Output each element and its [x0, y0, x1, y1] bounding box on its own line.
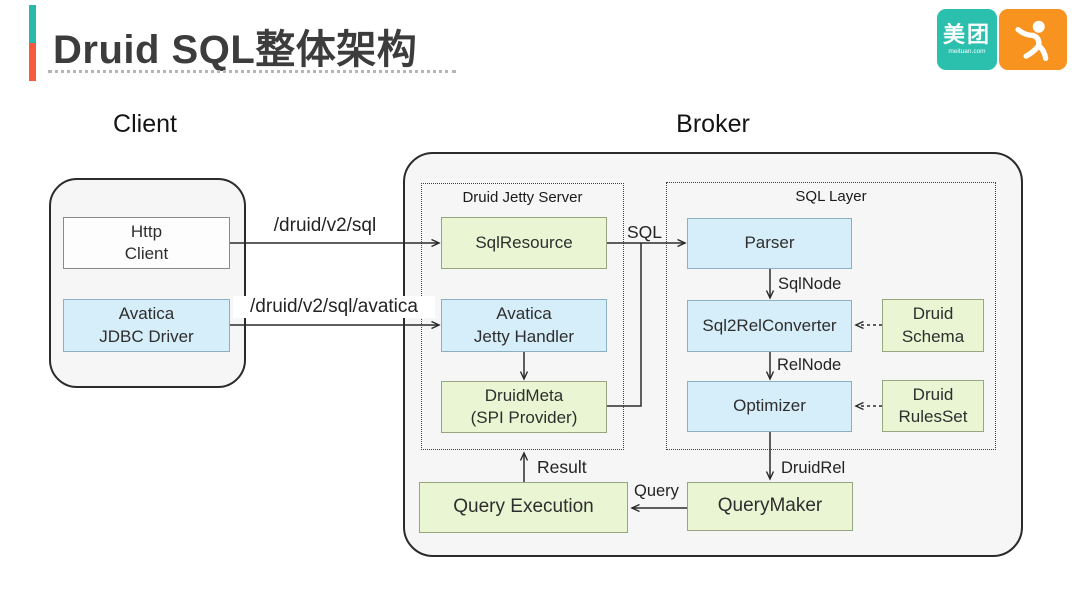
edge-label-sql: SQL [627, 222, 663, 242]
meituan-domain-label: meituan.com [948, 47, 986, 55]
meituan-logo-mascot-tile [999, 9, 1067, 70]
edge-label-http-url: /druid/v2/sql [252, 215, 398, 237]
node-optimizer: Optimizer [687, 381, 852, 432]
title-underline-dots [48, 70, 456, 73]
page-title: Druid SQL整体架构 [53, 28, 418, 72]
node-sql2rel-converter: Sql2RelConverter [687, 300, 852, 352]
node-avatica-jdbc: Avatica JDBC Driver [63, 299, 230, 352]
node-query-maker: QueryMaker [687, 482, 853, 531]
mascot-head [1032, 20, 1045, 33]
node-sql-resource: SqlResource [441, 217, 607, 269]
edge-label-query: Query [634, 482, 679, 500]
broker-group-label: Broker [676, 110, 750, 138]
sql-layer-group-box: SQL Layer [666, 182, 996, 450]
client-group-label: Client [113, 110, 177, 138]
edge-label-druidrel: DruidRel [781, 459, 846, 477]
meituan-logo: 美团 meituan.com [937, 9, 1067, 70]
edge-label-sqlnode: SqlNode [778, 275, 842, 293]
edge-label-result: Result [537, 457, 587, 477]
node-query-execution: Query Execution [419, 482, 628, 533]
meituan-mascot-icon [1015, 20, 1049, 61]
node-parser: Parser [687, 218, 852, 269]
meituan-logo-text-tile: 美团 meituan.com [937, 9, 997, 70]
node-druid-meta: DruidMeta (SPI Provider) [441, 381, 607, 433]
node-druid-rulesset: Druid RulesSet [882, 380, 984, 432]
node-http-client: Http Client [63, 217, 230, 269]
edge-label-avatica-url: /druid/v2/sql/avatica [233, 296, 435, 318]
node-druid-schema: Druid Schema [882, 299, 984, 352]
node-avatica-jetty: Avatica Jetty Handler [441, 299, 607, 352]
client-group-box [49, 178, 246, 388]
jetty-server-group-label: Druid Jetty Server [462, 189, 583, 206]
meituan-brand-name: 美团 [942, 21, 991, 47]
title-accent-bar [29, 5, 36, 81]
sql-layer-group-label: SQL Layer [795, 188, 867, 205]
edge-label-relnode: RelNode [777, 356, 842, 374]
